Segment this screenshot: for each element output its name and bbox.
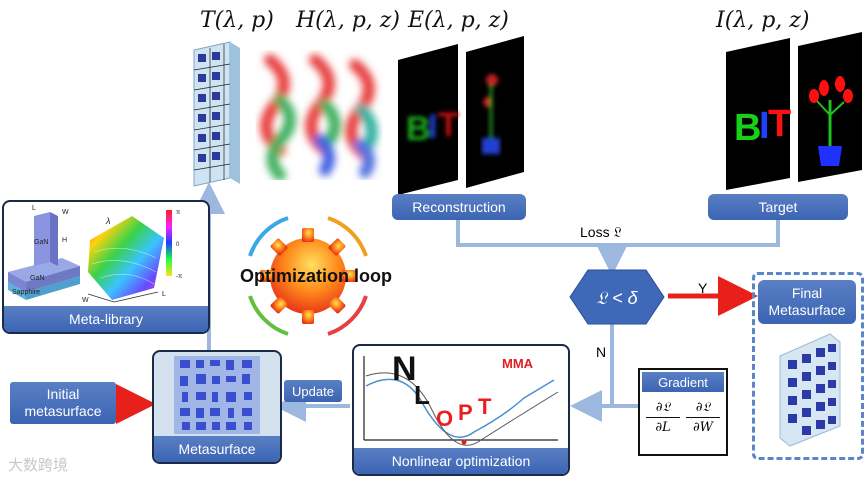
meta-library-illustration: GaN GaN Sapphire L W H λ W L π [8, 205, 182, 304]
intensity-formula: I(λ, p, z) [716, 8, 810, 33]
initial-metasurface-box: Initial metasurface [10, 382, 116, 424]
metasurface-label: Metasurface [154, 436, 280, 462]
lib-h-label: H [62, 237, 67, 244]
metasurface-slab-illustration [193, 41, 240, 187]
transmission-formula: T(λ, p) [200, 8, 274, 33]
nlopt-letter-t: T [478, 394, 492, 419]
nlopt-letter-n: N [392, 350, 417, 388]
field-formula: E(λ, p, z) [408, 8, 509, 33]
lib-gan-top: GaN [34, 239, 48, 246]
grad-num-l: ∂𝔏 [646, 400, 680, 418]
initial-label-line2: metasurface [24, 403, 102, 419]
final-label-line2: Metasurface [768, 302, 846, 318]
svg-text:I: I [428, 108, 437, 146]
propagation-formula: H(λ, p, z) [296, 8, 400, 33]
bit-letter-b: B [734, 107, 761, 149]
final-metasurface-box: Final Metasurface [758, 280, 856, 324]
condition-text: 𝔏 < δ [596, 288, 638, 308]
lib-lambda-label: λ [105, 216, 110, 226]
nlopt-illustration: N L O P T MMA [363, 350, 559, 446]
grad-den-l: ∂L [655, 420, 671, 435]
update-box: Update [284, 380, 342, 402]
bit-letter-t: T [768, 103, 791, 145]
lib-cb-top: π [176, 210, 180, 216]
metasurface-pattern [174, 356, 260, 434]
nonlinear-optimization-label: Nonlinear optimization [354, 448, 568, 474]
reconstruction-box: Reconstruction [392, 194, 526, 220]
no-label: N [596, 344, 607, 360]
meta-library-label: Meta-library [4, 306, 208, 332]
nlopt-letter-o: O [436, 406, 453, 431]
nonlinear-optimization-panel: N L O P T MMA Nonlinear optimization [352, 344, 570, 476]
optimization-loop-gear [248, 216, 368, 336]
mma-label: MMA [502, 356, 534, 371]
lib-cb-mid: 0 [176, 242, 180, 248]
optimization-loop-label: Optimization loop [240, 266, 392, 286]
metasurface-panel: Metasurface [152, 350, 282, 464]
lib-axis-w: W [82, 297, 89, 304]
initial-label-line1: Initial [46, 386, 80, 402]
lib-axis-l: L [162, 291, 166, 298]
yes-label: Y [698, 280, 708, 296]
lib-gan-base: GaN [30, 275, 44, 282]
final-metasurface-frame [752, 272, 864, 460]
wavefront-illustration [260, 54, 378, 180]
target-images: B I T [726, 32, 862, 190]
nlopt-letter-l: L [414, 380, 430, 410]
gradient-panel: Gradient ∂𝔏 ∂L ∂𝔏 ∂W [638, 368, 728, 456]
bit-letter-i: I [759, 105, 770, 147]
grad-num-w: ∂𝔏 [686, 400, 720, 418]
meta-library-panel: GaN GaN Sapphire L W H λ W L π [2, 200, 210, 334]
gradient-label: Gradient [642, 372, 724, 392]
gradient-dL: ∂𝔏 ∂L [646, 400, 680, 435]
no-branch-arrow [570, 324, 614, 422]
lib-cb-bot: -π [176, 274, 182, 280]
final-metasurface-illustration [779, 333, 841, 447]
lib-l-label: L [32, 205, 36, 212]
svg-text:B: B [406, 110, 431, 148]
reconstruction-images: B I T [398, 36, 524, 195]
svg-text:T: T [438, 106, 459, 144]
lib-w-label: W [62, 209, 69, 216]
watermark: 大数跨境 [8, 457, 69, 474]
condition-diamond: 𝔏 < δ [569, 269, 665, 325]
loss-label: Loss 𝔏 [580, 224, 622, 240]
nlopt-letter-p: P [458, 400, 473, 425]
target-box: Target [708, 194, 848, 220]
final-label-line1: Final [791, 285, 823, 301]
grad-den-w: ∂W [692, 420, 714, 435]
lib-sapphire: Sapphire [12, 289, 40, 296]
gradient-dW: ∂𝔏 ∂W [686, 400, 720, 435]
